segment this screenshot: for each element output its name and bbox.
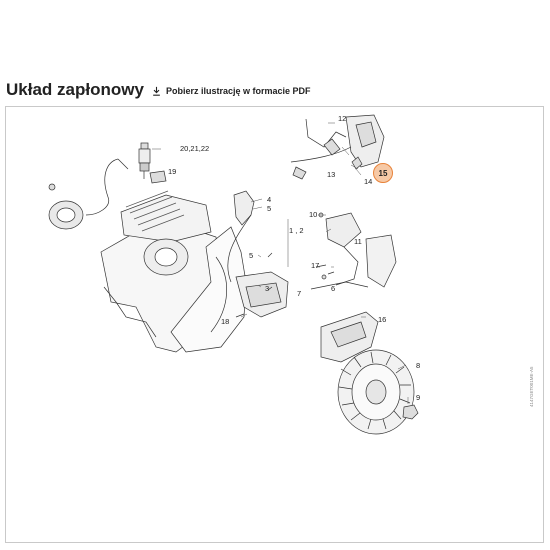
spark-plug-boot	[233, 190, 255, 226]
page-header: Układ zapłonowy Pobierz ilustrację w for…	[0, 78, 550, 108]
part-marker-15-highlighted[interactable]: 15	[373, 163, 393, 183]
part-label-8: 8	[416, 361, 420, 370]
part-label-13: 13	[327, 170, 335, 179]
fan-housing	[170, 226, 247, 353]
download-pdf-link[interactable]: Pobierz ilustrację w formacie PDF	[152, 86, 311, 96]
part-label-10: 10	[309, 210, 317, 219]
part-label-3: 3	[265, 284, 269, 293]
part-label-16: 16	[378, 315, 386, 324]
ignition-system-diagram: 12 13 14 20,21,22 19 4 5 1 , 2 5 3 10 11…	[48, 114, 420, 435]
part-label-6: 6	[331, 284, 335, 293]
part-label-12: 12	[338, 114, 346, 123]
part-label-4: 4	[267, 195, 271, 204]
part-label-1-2: 1 , 2	[289, 226, 304, 235]
download-pdf-label: Pobierz ilustrację w formacie PDF	[166, 86, 311, 96]
part-label-7: 7	[297, 289, 301, 298]
document-code: 4147GET001ME-A5	[529, 366, 534, 407]
part-label-5a: 5	[267, 204, 271, 213]
part-label-11: 11	[354, 237, 362, 246]
flywheel	[337, 349, 415, 435]
part-label-20-21-22: 20,21,22	[180, 144, 209, 153]
diagram-frame: 12 13 14 20,21,22 19 4 5 1 , 2 5 3 10 11…	[5, 106, 544, 543]
grommet	[149, 170, 167, 184]
stop-switch	[325, 212, 362, 248]
part-label-17: 17	[311, 261, 319, 270]
part-label-19: 19	[168, 167, 176, 176]
spark-plug	[138, 142, 151, 179]
flywheel-nut	[402, 404, 419, 420]
part-label-14: 14	[364, 177, 372, 186]
download-icon	[153, 86, 160, 96]
page-title: Układ zapłonowy	[6, 80, 144, 99]
part-label-9: 9	[416, 393, 420, 402]
part-label-18: 18	[221, 317, 229, 326]
part-label-5b: 5	[249, 251, 253, 260]
